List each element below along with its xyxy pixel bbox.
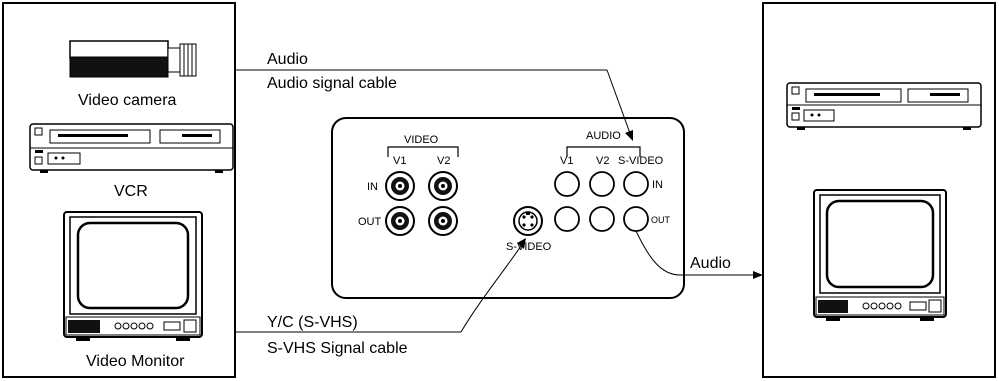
- audio-in-v2-jack[interactable]: [589, 171, 615, 197]
- audio-v2-label: V2: [596, 155, 609, 167]
- video-group-label: VIDEO: [404, 134, 439, 146]
- audio-out-v1-jack[interactable]: [554, 206, 580, 232]
- svhs-signal-cable: [235, 238, 526, 333]
- connector-panel: [331, 117, 685, 299]
- audio-out-label: OUT: [651, 215, 671, 225]
- svideo-jack[interactable]: [513, 206, 543, 236]
- video-monitor-label: Video Monitor: [86, 353, 185, 370]
- audio-in-v1-jack[interactable]: [554, 171, 580, 197]
- source-frame: [2, 2, 236, 378]
- video-in-v1-jack[interactable]: [385, 171, 415, 201]
- video-bracket: [387, 146, 459, 157]
- vcr-icon: [29, 123, 234, 173]
- destination-vcr-icon: [786, 82, 982, 130]
- audio-svideo-label: S-VIDEO: [618, 155, 664, 167]
- svhs-signal-cable-label: S-VHS Signal cable: [267, 340, 408, 357]
- yc-cable-type-label: Y/C (S-VHS): [267, 314, 358, 331]
- svideo-jack-label: S-VIDEO: [506, 241, 552, 253]
- video-v1-label: V1: [393, 155, 406, 167]
- audio-cable-type-label: Audio: [267, 51, 308, 68]
- audio-out-v2-jack[interactable]: [589, 206, 615, 232]
- video-in-label: IN: [367, 181, 378, 193]
- audio-signal-cable-label: Audio signal cable: [267, 75, 397, 92]
- destination-frame: [762, 2, 996, 378]
- audio-out-cable-label: Audio: [690, 255, 731, 272]
- video-v2-label: V2: [437, 155, 450, 167]
- video-out-label: OUT: [358, 216, 382, 228]
- audio-v1-label: V1: [560, 155, 573, 167]
- vcr-label: VCR: [114, 183, 148, 200]
- audio-in-label: IN: [652, 179, 663, 191]
- video-camera-label: Video camera: [78, 92, 177, 109]
- audio-signal-cable: [235, 69, 633, 141]
- video-in-v2-jack[interactable]: [428, 171, 458, 201]
- audio-out-svideo-jack[interactable]: [623, 206, 649, 232]
- audio-out-cable: [635, 230, 763, 279]
- video-out-v1-jack[interactable]: [385, 206, 415, 236]
- audio-bracket: [566, 146, 641, 157]
- video-out-v2-jack[interactable]: [428, 206, 458, 236]
- audio-in-svideo-jack[interactable]: [623, 171, 649, 197]
- video-camera-icon: [69, 40, 197, 78]
- audio-group-label: AUDIO: [586, 130, 621, 142]
- destination-monitor-icon: [813, 189, 947, 321]
- video-monitor-icon: [63, 211, 203, 341]
